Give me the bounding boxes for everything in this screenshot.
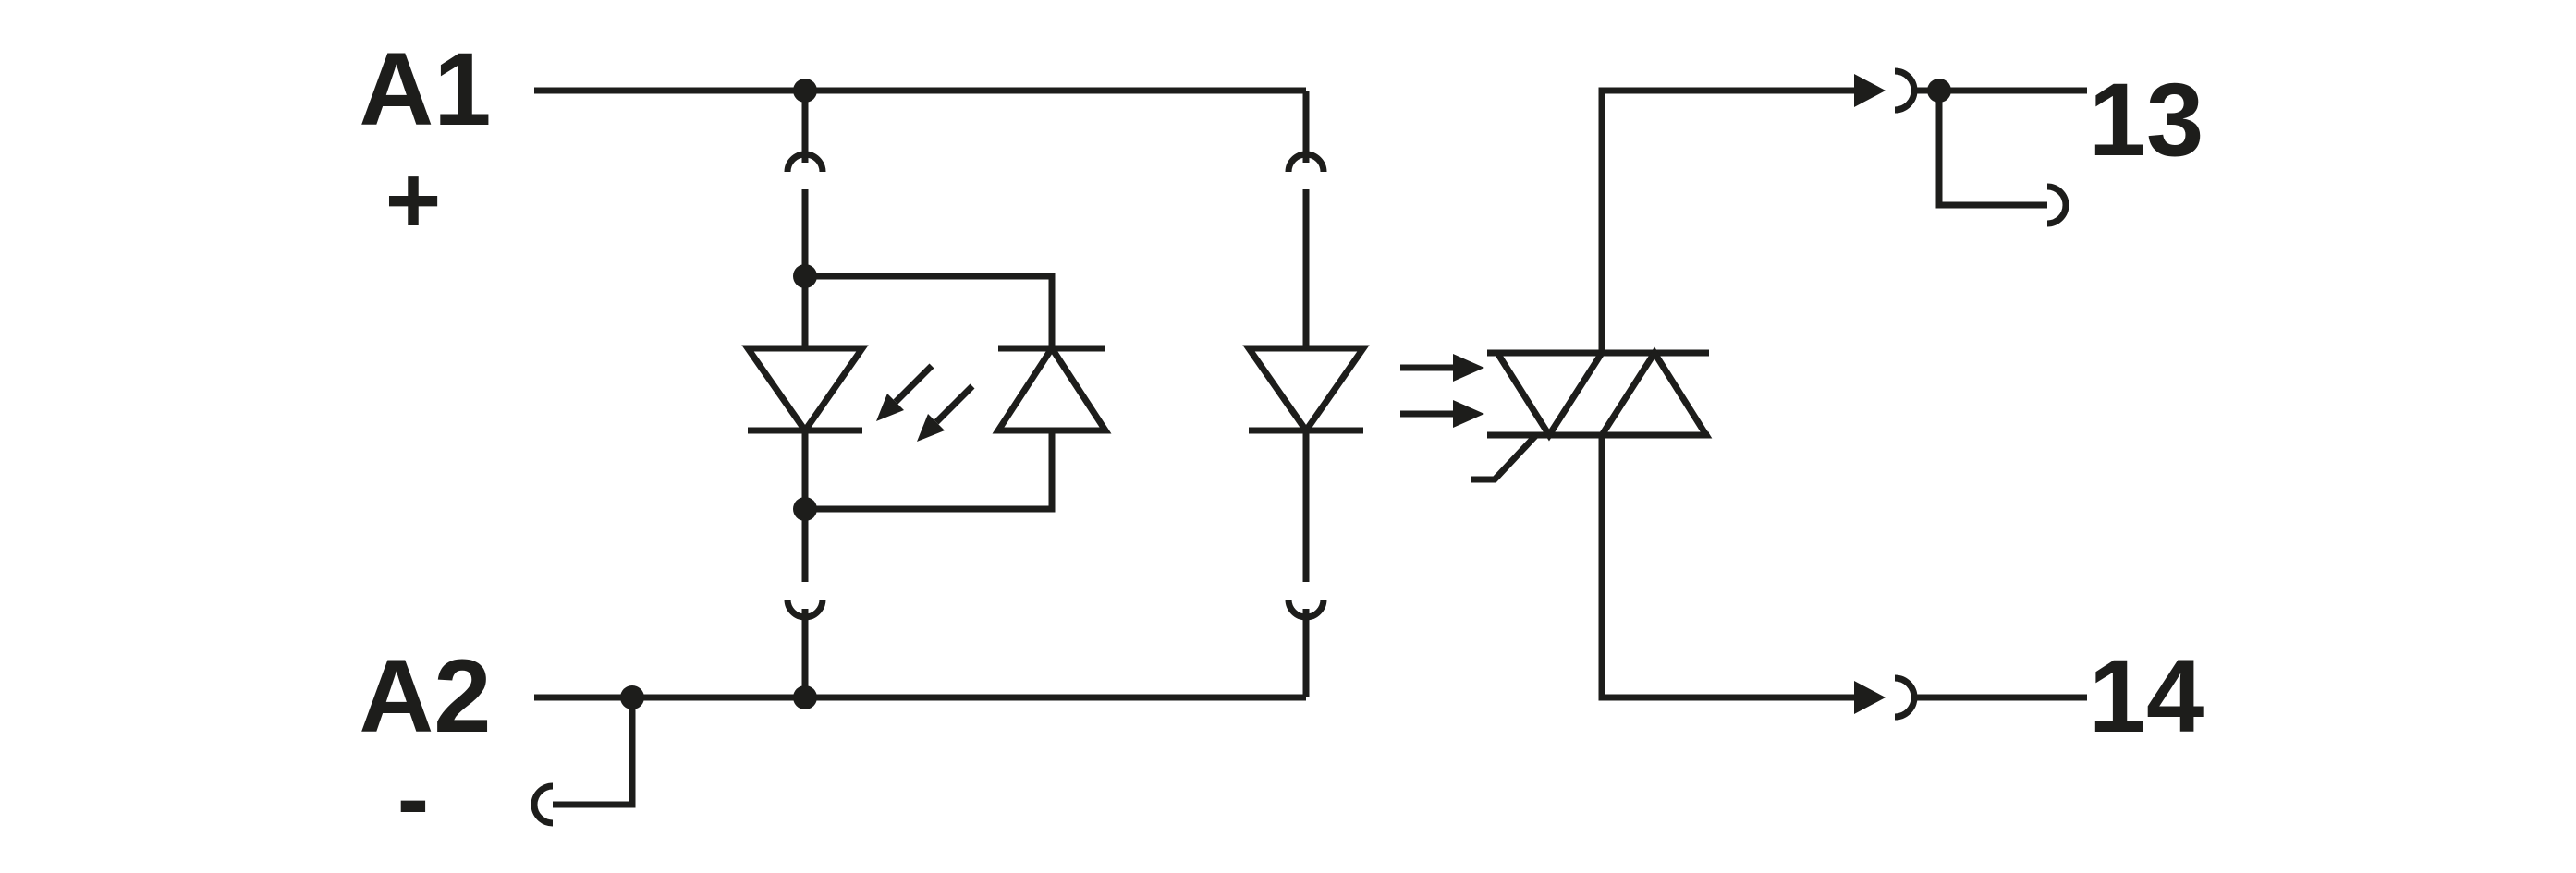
opto-arrow2-head — [1453, 400, 1484, 428]
wire-13-plug-stub — [1935, 91, 2047, 209]
wire-diode-loop-top — [805, 273, 1056, 348]
optocoupler-light-arrows-icon — [1400, 354, 1484, 428]
wire-diode-loop-bottom — [805, 430, 1056, 513]
optocoupler-led-symbol — [1242, 345, 1370, 437]
plug-pins — [1854, 74, 1886, 714]
terminal-labels: A1 + A2 - 13 14 — [359, 31, 2204, 853]
emission-arrow1-tail — [893, 363, 934, 405]
terminal-a2-label: A2 — [359, 638, 491, 754]
plug-contact-13-stub-icon — [2046, 183, 2069, 227]
plug-pin-13-icon — [1854, 74, 1886, 107]
wire-output-bottom — [1598, 435, 1854, 701]
plug-contact-a2-stub-icon — [531, 782, 554, 827]
triac-gate-lead — [1471, 432, 1539, 483]
junction-dot-13-stub — [1927, 79, 1951, 103]
terminal-13-label: 13 — [2089, 62, 2204, 177]
emission-arrow1-head — [876, 394, 904, 421]
plug-contact-13-icon — [1894, 67, 1918, 114]
junction-dot-bottom-rail — [793, 685, 817, 709]
light-emission-arrows-icon — [876, 363, 975, 442]
junction-dot-a2-stub — [620, 685, 644, 709]
junction-dot-diode-loop-top — [793, 264, 817, 288]
protection-diode-triangle — [992, 342, 1112, 434]
wire-a2-plug-stub — [553, 697, 636, 808]
plug-contact-top-mid-icon — [1285, 151, 1327, 173]
plug-pin-14-icon — [1854, 681, 1886, 714]
protection-diode-symbol — [992, 342, 1112, 434]
optocoupler-led-triangle — [1242, 345, 1370, 437]
junction-dots — [620, 79, 1951, 709]
emission-arrow2-head — [917, 414, 945, 442]
opto-arrow1-head — [1453, 354, 1484, 382]
status-led-symbol — [741, 345, 869, 437]
plug-contact-14-icon — [1894, 674, 1918, 721]
photo-triac-symbol — [1471, 346, 1713, 483]
wire-output-top — [1598, 87, 1854, 353]
terminal-a1-label: A1 — [359, 31, 491, 147]
status-led-triangle — [741, 345, 869, 437]
terminal-a2-polarity-label: - — [397, 746, 430, 853]
emission-arrow2-tail — [934, 383, 975, 425]
plug-contact-top-left-icon — [784, 151, 826, 173]
wires — [531, 67, 2087, 827]
junction-dot-diode-loop-bottom — [793, 497, 817, 521]
junction-dot-top-rail — [793, 79, 817, 103]
triac-right-triangle — [1595, 346, 1713, 439]
terminal-a1-polarity-label: + — [385, 147, 442, 254]
triac-left-triangle — [1491, 349, 1608, 442]
terminal-14-label: 14 — [2089, 638, 2204, 754]
